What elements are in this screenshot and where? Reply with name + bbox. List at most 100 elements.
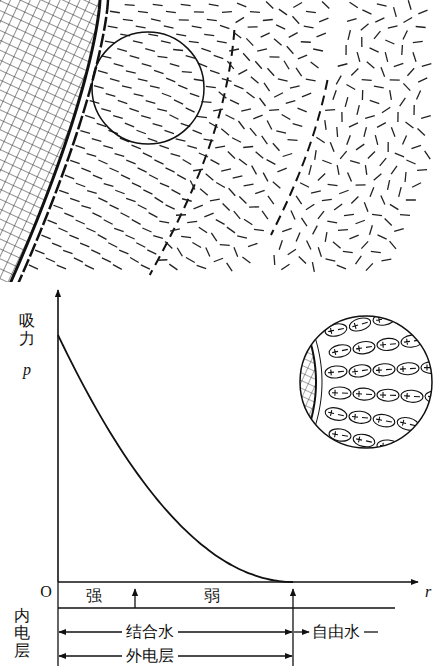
water-molecule <box>302 93 311 97</box>
water-molecule <box>339 190 348 193</box>
water-molecule <box>309 165 311 175</box>
water-molecule <box>365 165 366 175</box>
water-molecule <box>52 243 61 247</box>
water-molecule <box>115 154 125 157</box>
water-molecule <box>166 205 175 209</box>
magnifier-circle <box>92 32 204 144</box>
water-molecule <box>48 220 57 224</box>
dipole-outline <box>325 365 348 379</box>
water-molecule <box>322 160 331 163</box>
water-molecule <box>227 227 235 233</box>
water-molecule <box>70 160 79 163</box>
charge-signs <box>356 391 372 398</box>
water-molecule <box>301 218 307 226</box>
water-molecule <box>350 161 360 164</box>
water-molecule <box>276 131 286 133</box>
water-molecule <box>328 184 338 185</box>
inset-dipoles <box>290 300 439 466</box>
water-dipole <box>328 427 352 442</box>
water-dipole <box>397 362 420 375</box>
water-molecule <box>153 236 163 239</box>
water-dipole <box>324 322 348 338</box>
water-molecule <box>325 120 326 130</box>
dipole-outline <box>400 334 423 349</box>
water-molecule <box>372 214 382 215</box>
water-molecule <box>211 160 220 165</box>
water-molecule <box>246 38 253 45</box>
charge-signs <box>376 366 392 373</box>
water-molecule <box>221 169 231 171</box>
water-molecule <box>141 116 151 119</box>
water-molecule <box>390 241 396 249</box>
water-dipole <box>325 365 348 379</box>
water-molecule <box>289 33 298 38</box>
water-molecule <box>173 49 183 51</box>
dipole-outline <box>377 389 399 401</box>
water-molecule <box>229 188 236 195</box>
dipole-outline <box>420 301 439 315</box>
water-molecule <box>170 229 180 231</box>
water-molecule <box>145 49 155 52</box>
water-molecule <box>362 79 372 81</box>
water-molecule <box>277 168 286 172</box>
water-molecule <box>176 214 186 216</box>
water-molecule <box>238 121 244 129</box>
water-molecule <box>126 235 135 239</box>
water-molecule <box>179 19 189 21</box>
water-molecule <box>266 2 273 9</box>
water-molecule <box>190 93 199 96</box>
dipole-outline <box>401 390 424 403</box>
water-molecule <box>407 68 414 75</box>
water-molecule <box>377 4 387 6</box>
water-molecule <box>189 41 199 42</box>
water-molecule <box>204 213 213 217</box>
water-molecule <box>299 257 306 264</box>
bracket-right <box>292 608 293 666</box>
water-molecule <box>187 221 197 222</box>
span-tail <box>364 631 378 632</box>
dipole-outline <box>352 340 376 355</box>
water-molecule <box>102 258 111 262</box>
water-molecule <box>300 183 309 187</box>
water-molecule <box>391 166 397 174</box>
water-molecule <box>313 226 318 235</box>
water-molecule <box>413 105 414 115</box>
dipole-outline <box>396 306 419 320</box>
layer-line <box>298 300 322 464</box>
water-molecule <box>370 187 374 196</box>
water-molecule <box>166 168 175 172</box>
water-molecule <box>291 210 295 219</box>
particle-section <box>290 300 316 466</box>
water-molecule <box>408 0 411 10</box>
water-molecule <box>274 93 283 97</box>
water-molecule <box>59 190 68 193</box>
water-molecule <box>250 11 260 13</box>
water-molecule <box>121 213 130 218</box>
water-molecule <box>129 108 138 111</box>
water-molecule <box>416 26 426 28</box>
water-molecule <box>174 100 183 104</box>
water-molecule <box>74 258 83 262</box>
water-molecule <box>345 45 346 55</box>
water-molecule <box>422 64 432 67</box>
water-molecule <box>132 220 141 225</box>
water-molecule <box>206 86 216 87</box>
water-molecule <box>63 250 72 253</box>
water-molecule <box>317 33 326 37</box>
water-molecule <box>287 46 294 54</box>
water-molecule <box>318 174 325 181</box>
water-molecule <box>403 135 407 144</box>
water-molecule <box>154 160 163 164</box>
water-molecule <box>239 197 246 204</box>
water-molecule <box>412 183 421 187</box>
water-molecule <box>403 17 412 22</box>
water-molecule <box>161 41 171 43</box>
water-molecule <box>374 174 382 180</box>
water-molecule <box>206 174 214 180</box>
water-molecule <box>370 48 379 52</box>
water-dipole <box>372 413 396 429</box>
charge-signs <box>424 304 439 311</box>
water-molecule <box>348 30 350 40</box>
